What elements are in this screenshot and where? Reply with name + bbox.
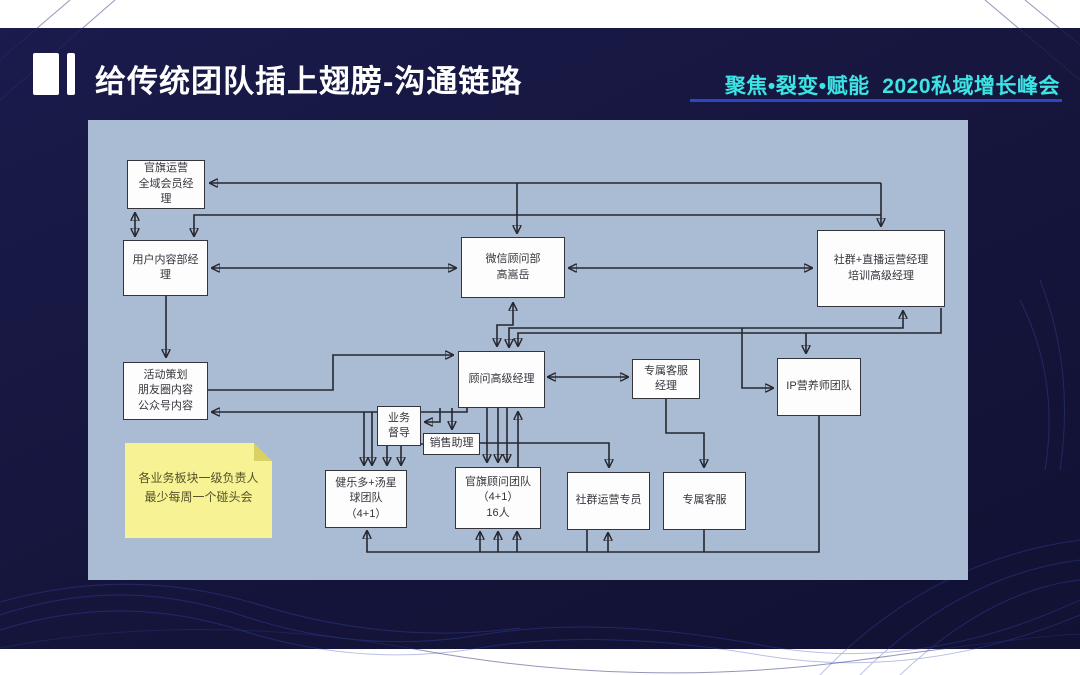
- page-title: 给传统团队插上翅膀-沟通链路: [95, 64, 523, 99]
- flowchart-connectors: [88, 120, 942, 553]
- node-xiaoshou-zhuli: 销售助理: [423, 433, 480, 455]
- title-bar-thick: [33, 53, 59, 95]
- node-weixin-guwen: 微信顾问部 高嵩岳: [461, 237, 565, 298]
- diagram-panel: 官旗运营 全域会员经 理 用户内容部经 理 微信顾问部 高嵩岳 社群+直播运营经…: [88, 120, 968, 580]
- bottom-white-strip: [0, 649, 1080, 675]
- node-huodong-cehua: 活动策划 朋友圈内容 公众号内容: [123, 362, 208, 420]
- node-shequn-zhibo: 社群+直播运营经理 培训高级经理: [817, 230, 945, 307]
- sticky-note: 各业务板块一级负责人 最少每周一个碰头会: [125, 443, 272, 538]
- node-guwen-gaoji: 顾问高级经理: [458, 351, 545, 408]
- node-ip-yingyangshi: IP营养师团队: [777, 358, 861, 416]
- node-jianleduo-team: 健乐多+汤星 球团队 （4+1）: [325, 470, 407, 528]
- node-zhuanshu-kefu-jingli: 专属客服 经理: [632, 359, 700, 399]
- node-shequn-zhuanyuan: 社群运营专员: [567, 472, 650, 530]
- title-bar-thin: [67, 53, 75, 95]
- node-yonghu-neirong: 用户内容部经 理: [123, 240, 208, 296]
- node-guanqi-guwen-team: 官旗顾问团队 （4+1） 16人: [455, 467, 541, 529]
- event-badge: 聚焦•裂变•赋能 2020私域增长峰会: [724, 75, 1060, 98]
- node-guanqi-yunying: 官旗运营 全域会员经 理: [127, 160, 205, 209]
- node-zhuanshu-kefu: 专属客服: [663, 472, 746, 530]
- top-white-strip: [0, 0, 1080, 28]
- node-yewu-dudao: 业务 督导: [377, 406, 421, 446]
- badge-underline: [690, 99, 1062, 102]
